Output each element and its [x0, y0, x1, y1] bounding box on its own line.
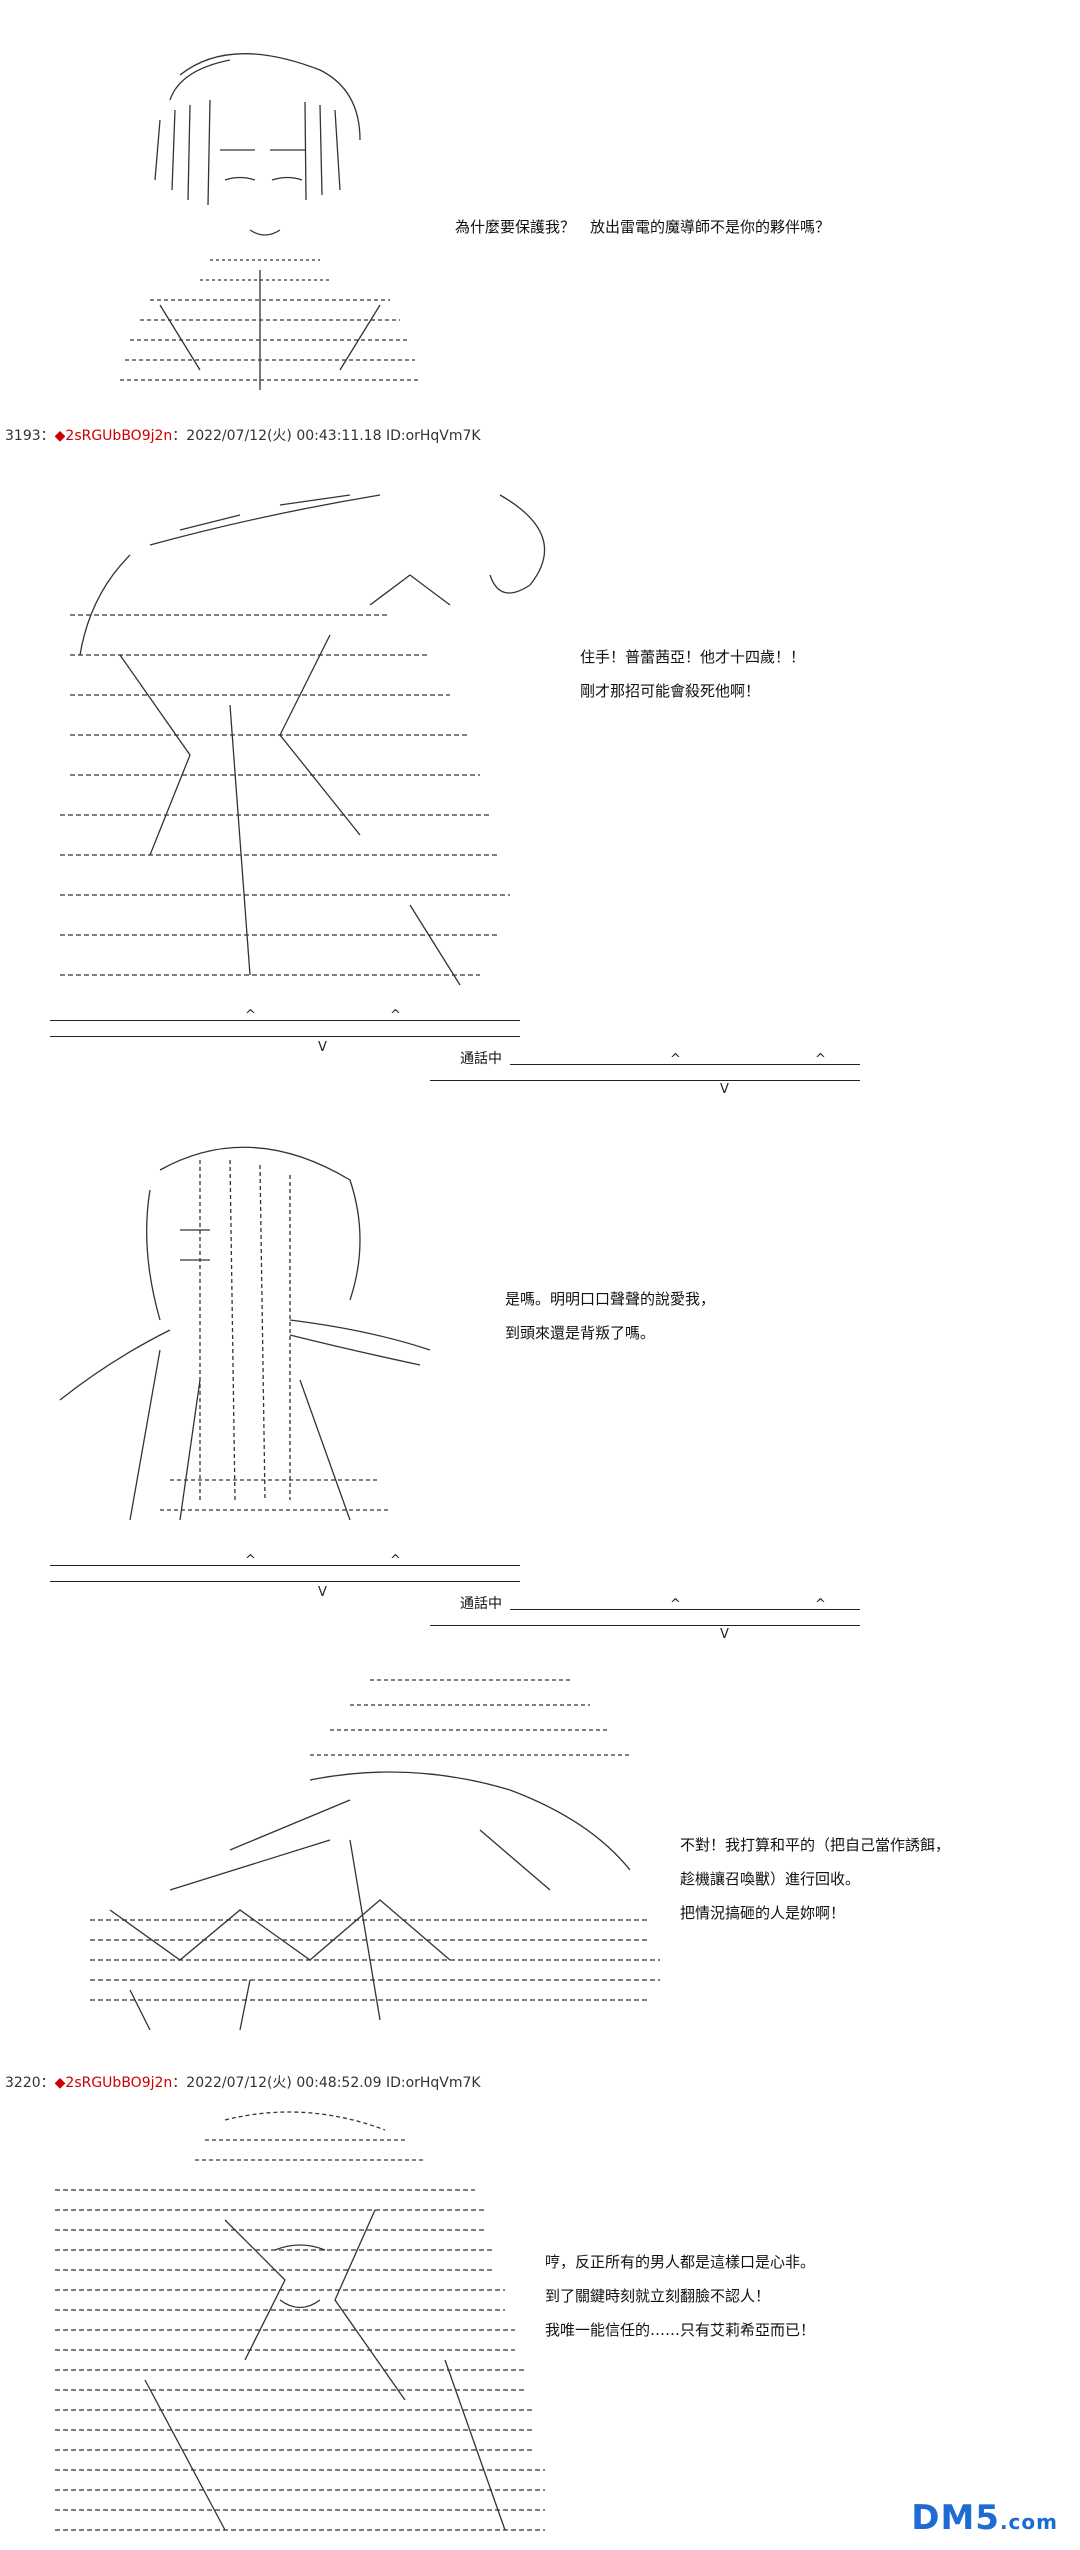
divider-line	[50, 1581, 520, 1582]
wave-peak: ^	[390, 1553, 401, 1568]
divider-line	[50, 1036, 520, 1037]
dialogue-line: 住手！普蕾茜亞！他才十四歲！！	[580, 648, 806, 666]
post-header: 3193：◆2sRGUbBO9j2n：2022/07/12(火) 00:43:1…	[5, 425, 481, 445]
divider-line	[430, 1080, 860, 1081]
divider-line	[510, 1609, 860, 1610]
wave-dip: V	[318, 1585, 327, 1600]
call-status: 通話中	[460, 1596, 502, 1612]
dialogue-scene-3: 是嗎。明明口口聲聲的說愛我， 到頭來還是背叛了嗎。	[505, 1282, 715, 1350]
call-status: 通話中	[460, 1051, 502, 1067]
ascii-art-boy	[60, 30, 440, 410]
dialogue-line: 把情況搞砸的人是妳啊！	[680, 1904, 846, 1922]
dialogue-line: 我唯一能信任的……只有艾莉希亞而已！	[545, 2321, 816, 2339]
wave-peak: ^	[390, 1008, 401, 1023]
divider-line	[50, 1020, 520, 1021]
site-watermark-logo: DM5.com	[911, 2498, 1058, 2538]
post-meta: ：2022/07/12(火) 00:43:11.18 ID:orHqVm7K	[172, 428, 481, 444]
dialogue-line: 到了關鍵時刻就立刻翻臉不認人！	[545, 2287, 771, 2305]
dialogue-line: 是嗎。明明口口聲聲的說愛我，	[505, 1290, 716, 1308]
wave-peak: ^	[245, 1553, 256, 1568]
wave-peak: ^	[670, 1052, 681, 1067]
divider-line	[50, 1565, 520, 1566]
post-meta: ：2022/07/12(火) 00:48:52.09 ID:orHqVm7K	[172, 2075, 481, 2091]
wave-peak: ^	[670, 1597, 681, 1612]
ascii-art-lying-figure	[50, 1660, 670, 2030]
poster-trip[interactable]: ◆2sRGUbBO9j2n	[54, 428, 173, 444]
wave-dip: V	[720, 1627, 729, 1642]
dialogue-scene-4: 不對！我打算和平的（把自己當作誘餌， 趁機讓召喚獸）進行回收。 把情況搞砸的人是…	[680, 1828, 950, 1930]
dialogue-scene-2: 住手！普蕾茜亞！他才十四歲！！ 剛才那招可能會殺死他啊！	[580, 640, 805, 708]
dialogue-line: 趁機讓召喚獸）進行回收。	[680, 1870, 861, 1888]
ascii-art-woman-pointing	[50, 1120, 450, 1520]
poster-trip[interactable]: ◆2sRGUbBO9j2n	[54, 2075, 173, 2091]
wave-dip: V	[720, 1082, 729, 1097]
dialogue-line: 為什麼要保護我？ 放出雷電的魔導師不是你的夥伴嗎？	[455, 218, 831, 236]
divider-line	[510, 1064, 860, 1065]
wave-peak: ^	[815, 1597, 826, 1612]
post-header: 3220：◆2sRGUbBO9j2n：2022/07/12(火) 00:48:5…	[5, 2072, 481, 2092]
dialogue-scene-5: 哼，反正所有的男人都是這樣口是心非。 到了關鍵時刻就立刻翻臉不認人！ 我唯一能信…	[545, 2245, 815, 2347]
dialogue-line: 到頭來還是背叛了嗎。	[505, 1324, 656, 1342]
wave-dip: V	[318, 1040, 327, 1055]
dialogue-line: 哼，反正所有的男人都是這樣口是心非。	[545, 2253, 816, 2271]
dialogue-scene-1: 為什麼要保護我？ 放出雷電的魔導師不是你的夥伴嗎？	[455, 210, 830, 244]
ascii-art-woman-closeup	[45, 2100, 555, 2540]
wave-peak: ^	[815, 1052, 826, 1067]
ascii-art-woman-casting	[30, 455, 570, 995]
dialogue-line: 不對！我打算和平的（把自己當作誘餌，	[680, 1836, 951, 1854]
post-number: 3220：	[5, 2075, 55, 2091]
divider-line	[430, 1625, 860, 1626]
wave-peak: ^	[245, 1008, 256, 1023]
post-number: 3193：	[5, 428, 55, 444]
dialogue-line: 剛才那招可能會殺死他啊！	[580, 682, 761, 700]
